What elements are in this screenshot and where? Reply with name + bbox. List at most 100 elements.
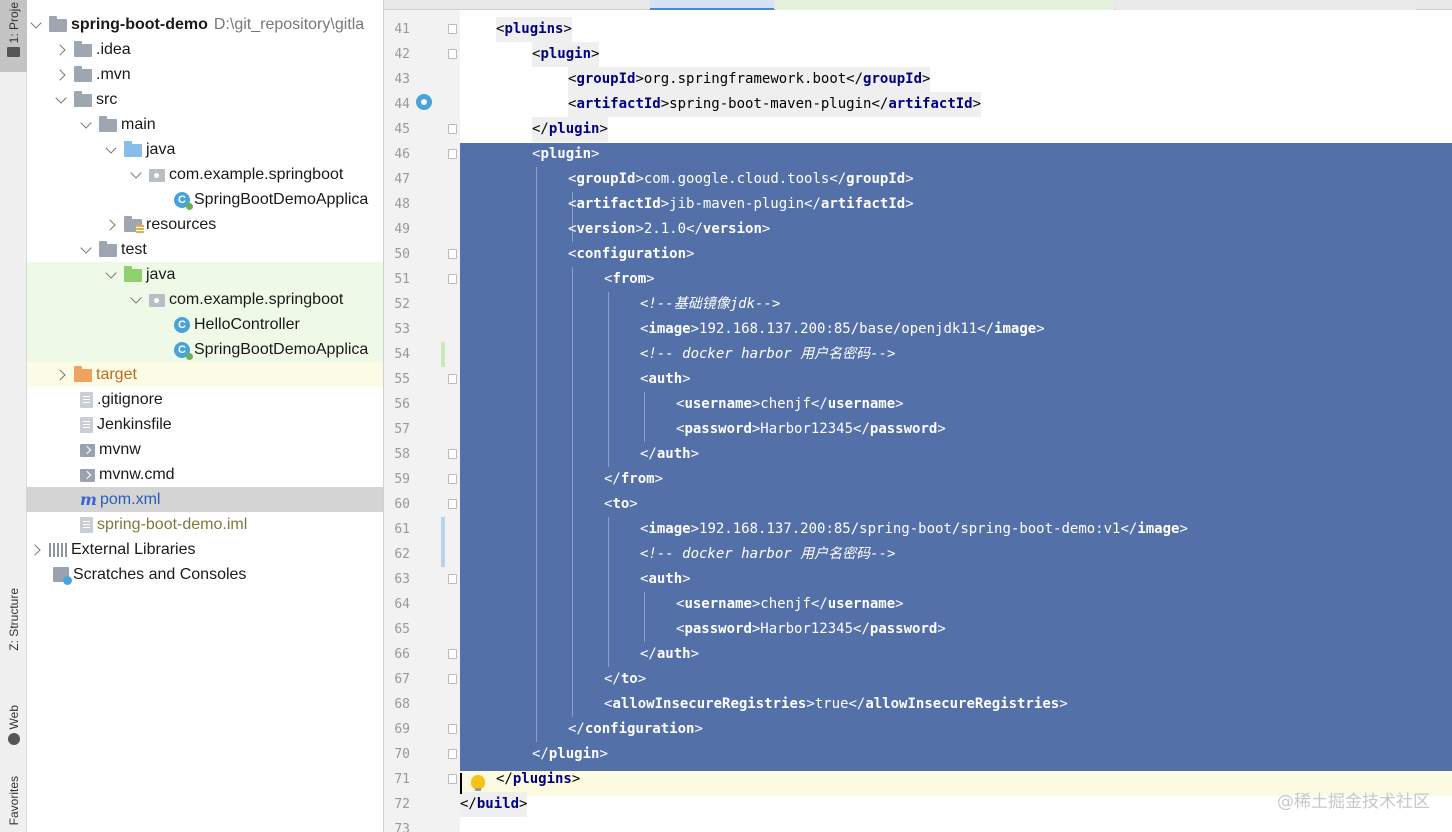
tree-item-mvnw-cmd[interactable]: mvnw.cmd	[27, 462, 383, 487]
code-line[interactable]: </plugin>	[532, 117, 608, 142]
tree-item-test-java[interactable]: java	[27, 262, 383, 287]
fold-marker-icon[interactable]	[448, 499, 457, 509]
tree-item-test-app-class[interactable]: C SpringBootDemoApplica	[27, 337, 383, 362]
code-line[interactable]: <auth>	[640, 371, 691, 387]
fold-marker-icon[interactable]	[448, 249, 457, 259]
tree-item-idea[interactable]: .idea	[27, 37, 383, 62]
chevron-down-icon[interactable]	[79, 237, 93, 262]
chevron-down-icon[interactable]	[129, 287, 143, 312]
code-line[interactable]: </configuration>	[568, 721, 703, 737]
code-line[interactable]: <username>chenjf</username>	[676, 596, 904, 612]
chevron-down-icon[interactable]	[29, 12, 43, 37]
tree-item-gitignore[interactable]: .gitignore	[27, 387, 383, 412]
chevron-right-icon[interactable]	[54, 37, 68, 62]
tree-item-main[interactable]: main	[27, 112, 383, 137]
tree-item-main-package[interactable]: com.example.springboot	[27, 162, 383, 187]
fold-marker-icon[interactable]	[448, 149, 457, 159]
code-line[interactable]: <groupId>com.google.cloud.tools</groupId…	[568, 171, 914, 187]
fold-marker-icon[interactable]	[448, 649, 457, 659]
fold-marker-icon[interactable]	[448, 274, 457, 284]
chevron-down-icon[interactable]	[129, 162, 143, 187]
code-line[interactable]: <!-- docker harbor 用户名密码-->	[640, 546, 896, 562]
code-line[interactable]: <artifactId>jib-maven-plugin</artifactId…	[568, 196, 914, 212]
chevron-right-icon[interactable]	[29, 537, 43, 562]
code-line[interactable]: <plugin>	[532, 146, 600, 162]
code-editor[interactable]: <plugins><plugin><groupId>org.springfram…	[460, 10, 1452, 832]
code-line[interactable]: <configuration>	[568, 246, 695, 262]
fold-marker-icon[interactable]	[448, 724, 457, 734]
chevron-down-icon[interactable]	[104, 262, 118, 287]
tree-item-test[interactable]: test	[27, 237, 383, 262]
tree-item-main-app-class[interactable]: C SpringBootDemoApplica	[27, 187, 383, 212]
structure-tool-tab[interactable]: Z: Structure	[0, 578, 27, 660]
vcs-change-marker[interactable]	[441, 542, 445, 567]
fold-marker-icon[interactable]	[448, 774, 457, 784]
chevron-down-icon[interactable]	[54, 87, 68, 112]
tree-item-external-libraries[interactable]: External Libraries	[27, 537, 383, 562]
tree-item-jenkinsfile[interactable]: Jenkinsfile	[27, 412, 383, 437]
tree-item-test-package[interactable]: com.example.springboot	[27, 287, 383, 312]
code-line[interactable]: </to>	[604, 671, 647, 687]
fold-marker-icon[interactable]	[448, 124, 457, 134]
vcs-change-marker[interactable]	[441, 517, 445, 542]
code-line[interactable]: <password>Harbor12345</password>	[676, 421, 946, 437]
code-line[interactable]: <auth>	[640, 571, 691, 587]
tree-item-label: test	[121, 240, 147, 258]
code-line[interactable]: <image>192.168.137.200:85/spring-boot/sp…	[640, 521, 1188, 537]
indent-guide	[644, 592, 645, 642]
vcs-change-marker[interactable]	[441, 342, 445, 367]
line-number: 50	[394, 247, 410, 262]
tree-item-resources[interactable]: resources	[27, 212, 383, 237]
tree-item-iml[interactable]: spring-boot-demo.iml	[27, 512, 383, 537]
project-tool-tab[interactable]: 1: Proje	[0, 0, 27, 72]
tree-item-hello-controller[interactable]: C HelloController	[27, 312, 383, 337]
fold-marker-icon[interactable]	[448, 449, 457, 459]
code-line[interactable]: <plugins>	[496, 17, 572, 42]
fold-marker-icon[interactable]	[448, 674, 457, 684]
fold-marker-icon[interactable]	[448, 474, 457, 484]
editor-tab[interactable]	[1116, 0, 1416, 10]
code-line[interactable]: <plugin>	[532, 42, 600, 67]
tree-item-mvnw[interactable]: mvnw	[27, 437, 383, 462]
code-line[interactable]: <!--基础镜像jdk-->	[640, 296, 781, 312]
chevron-right-icon[interactable]	[54, 62, 68, 87]
tree-item-scratches[interactable]: Scratches and Consoles	[27, 562, 383, 587]
code-line[interactable]: <groupId>org.springframework.boot</group…	[568, 67, 931, 92]
code-line[interactable]: <allowInsecureRegistries>true</allowInse…	[604, 696, 1068, 712]
code-line[interactable]: <to>	[604, 496, 638, 512]
tree-item-src[interactable]: src	[27, 87, 383, 112]
web-tool-tab[interactable]: Web	[0, 698, 27, 752]
fold-marker-icon[interactable]	[448, 574, 457, 584]
code-line[interactable]: <image>192.168.137.200:85/base/openjdk11…	[640, 321, 1045, 337]
chevron-down-icon[interactable]	[104, 137, 118, 162]
editor-tab-active[interactable]	[650, 0, 774, 10]
tree-item-target[interactable]: target	[27, 362, 383, 387]
lightbulb-icon[interactable]	[471, 775, 485, 791]
chevron-right-icon[interactable]	[104, 212, 118, 237]
code-line[interactable]: </plugin>	[532, 746, 608, 762]
fold-marker-icon[interactable]	[448, 24, 457, 34]
favorites-tool-tab[interactable]: Favorites	[0, 770, 27, 832]
fold-marker-icon[interactable]	[448, 49, 457, 59]
tree-item-pom[interactable]: m pom.xml	[27, 487, 383, 512]
code-line[interactable]: </auth>	[640, 446, 700, 462]
editor-tab[interactable]	[776, 0, 1114, 10]
tree-item-main-java[interactable]: java	[27, 137, 383, 162]
code-line[interactable]: <version>2.1.0</version>	[568, 221, 771, 237]
tree-item-root[interactable]: spring-boot-demo D:\git_repository\gitla	[27, 12, 383, 37]
code-line[interactable]: <username>chenjf</username>	[676, 396, 904, 412]
chevron-down-icon[interactable]	[79, 112, 93, 137]
code-line[interactable]: </build>	[460, 792, 528, 817]
chevron-right-icon[interactable]	[54, 362, 68, 387]
code-line[interactable]: <from>	[604, 271, 655, 287]
fold-marker-icon[interactable]	[448, 749, 457, 759]
code-line[interactable]: <password>Harbor12345</password>	[676, 621, 946, 637]
code-line[interactable]: <!-- docker harbor 用户名密码-->	[640, 346, 896, 362]
tree-item-mvn[interactable]: .mvn	[27, 62, 383, 87]
code-line[interactable]: </from>	[604, 471, 664, 487]
spring-run-icon[interactable]	[416, 94, 432, 110]
code-line[interactable]: </auth>	[640, 646, 700, 662]
code-line[interactable]: </plugins>	[496, 771, 581, 787]
code-line[interactable]: <artifactId>spring-boot-maven-plugin</ar…	[568, 92, 982, 117]
fold-marker-icon[interactable]	[448, 374, 457, 384]
